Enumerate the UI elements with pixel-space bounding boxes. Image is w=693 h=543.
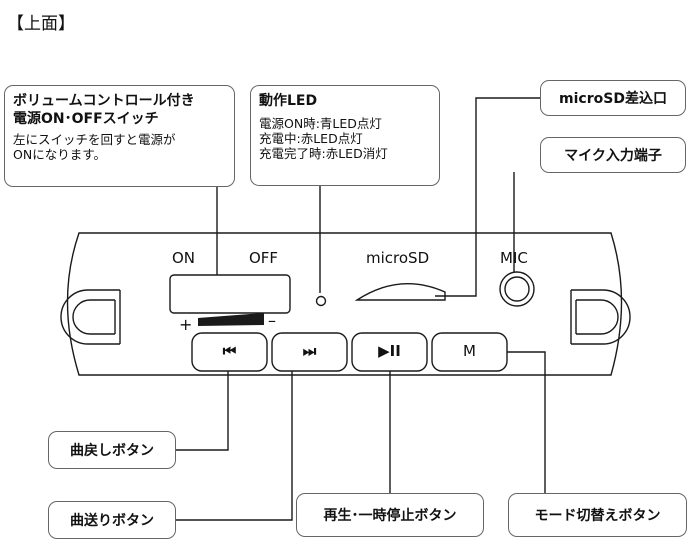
label-mode-button: モード切替えボタン (508, 493, 687, 537)
label-next-button: 曲送りボタン (48, 501, 176, 539)
microsd-slot (354, 282, 446, 301)
callout-volume-switch: ボリュームコントロール付き 電源ON･OFFスイッチ 左にスイッチを回すと電源が… (4, 85, 235, 187)
label-play-pause-button: 再生･一時停止ボタン (296, 493, 484, 537)
prev-button (191, 332, 268, 372)
next-glyph-icon[interactable]: ⏭ (302, 342, 317, 360)
led-title: 動作LED (259, 93, 318, 109)
next-button (271, 332, 348, 372)
volume-title-2: 電源ON･OFFスイッチ (13, 111, 159, 127)
on-label: ON (172, 249, 196, 267)
led-indicator (315, 295, 327, 307)
led-desc-3: 充電完了時:赤LED消灯 (259, 146, 388, 161)
volume-title-1: ボリュームコントロール付き (13, 93, 195, 109)
volume-plus: + (179, 315, 193, 334)
volume-minus: – (268, 311, 276, 330)
label-prev-button: 曲戻しボタン (48, 431, 176, 469)
left-strap (60, 289, 120, 345)
prev-glyph-icon[interactable]: ⏮ (222, 342, 237, 360)
label-microsd-slot: microSD差込口 (540, 80, 686, 116)
off-label: OFF (249, 249, 279, 267)
mode-glyph[interactable]: M (463, 342, 476, 360)
microsd-label: microSD (366, 249, 430, 267)
volume-desc-1: 左にスイッチを回すと電源が (13, 132, 176, 147)
device-body (66, 232, 623, 376)
mic-jack (499, 271, 535, 307)
volume-wedge (198, 313, 264, 326)
led-desc-1: 電源ON時:青LED点灯 (259, 116, 382, 131)
right-strap (571, 289, 631, 345)
label-mic-input: マイク入力端子 (540, 137, 686, 173)
callout-led: 動作LED 電源ON時:青LED点灯 充電中:赤LED点灯 充電完了時:赤LED… (250, 85, 440, 186)
play-pause-glyph-icon[interactable]: ▶II (378, 342, 401, 360)
section-heading: 【上面】 (7, 14, 75, 34)
volume-switch (169, 274, 291, 314)
led-desc-2: 充電中:赤LED点灯 (259, 131, 363, 146)
volume-desc-2: ONになります。 (13, 147, 106, 162)
mic-label: MIC (500, 249, 528, 267)
